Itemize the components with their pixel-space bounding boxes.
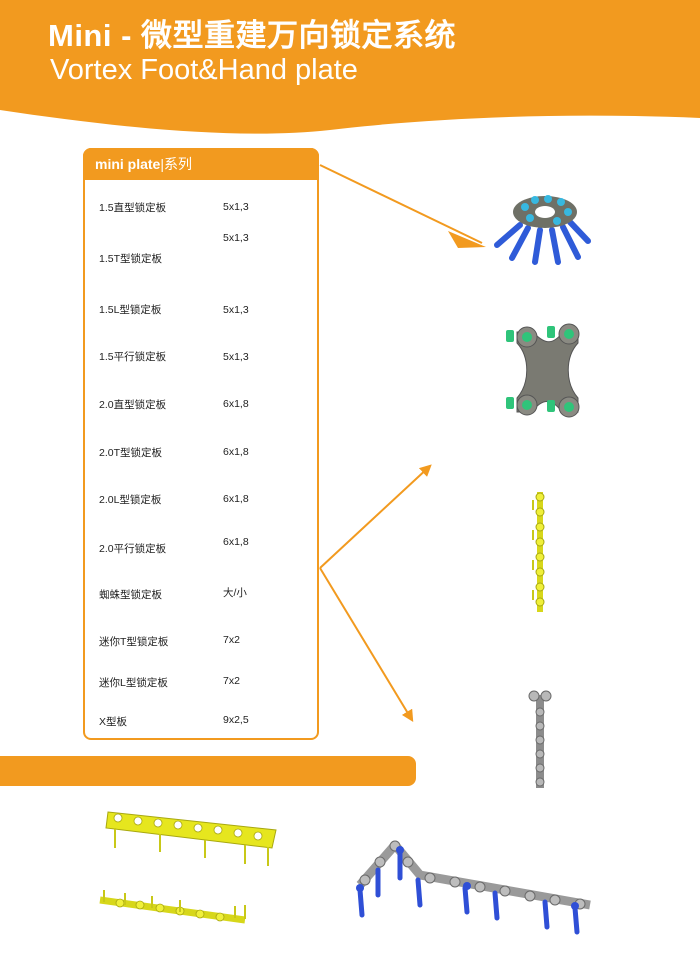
arrow-to-spider-plate <box>319 164 486 248</box>
x-plate-image <box>506 323 580 418</box>
table-row-name: 2.0T型锁定板 <box>99 447 163 459</box>
table-row-name: 1.5L型锁定板 <box>99 304 162 316</box>
table-row-size: 9x2,5 <box>223 714 249 726</box>
table-row-name: 1.5T型锁定板 <box>99 253 163 265</box>
spider-plate-image <box>494 195 591 265</box>
yellow-straight-plate-image <box>532 492 545 612</box>
table-row-name: 1.5直型锁定板 <box>99 202 167 214</box>
table-row-name: 蜘蛛型锁定板 <box>99 589 162 601</box>
page-subtitle: Vortex Foot&Hand plate <box>50 54 358 86</box>
table-row-size: 大/小 <box>223 587 247 599</box>
table-row-name: 2.0L型锁定板 <box>99 494 162 506</box>
table-heading: mini plate|系列 <box>83 148 319 180</box>
table-row-size: 5x1,3 <box>223 201 249 213</box>
table-row-name: 迷你T型锁定板 <box>99 636 169 648</box>
table-row-size: 6x1,8 <box>223 493 249 505</box>
arrow-to-upper-right <box>319 464 432 569</box>
table-row-size: 6x1,8 <box>223 536 249 548</box>
yellow-parallel-plate-image <box>105 811 277 866</box>
table-row-size: 5x1,3 <box>223 304 249 316</box>
table-row-size: 6x1,8 <box>223 398 249 410</box>
product-table <box>83 148 319 740</box>
table-row-name: 1.5平行锁定板 <box>99 351 167 363</box>
page-title: Mini - 微型重建万向锁定系统 <box>48 18 457 53</box>
table-heading-en: mini plate <box>95 156 161 172</box>
table-row-size: 5x1,3 <box>223 351 249 363</box>
arrow-to-lower-right <box>319 567 414 723</box>
header-banner <box>0 0 700 134</box>
grey-straight-plate-image <box>528 690 552 788</box>
section-bar <box>0 756 416 786</box>
table-row-size: 7x2 <box>223 675 240 687</box>
table-row-size: 5x1,3 <box>223 232 249 244</box>
table-row-size: 6x1,8 <box>223 446 249 458</box>
yellow-wave-plate-image <box>99 890 246 924</box>
table-row-name: 2.0直型锁定板 <box>99 399 167 411</box>
table-heading-cn: 系列 <box>164 156 192 172</box>
table-row-name: 2.0平行锁定板 <box>99 543 167 555</box>
table-heading-sep: | <box>160 156 164 172</box>
table-row-size: 7x2 <box>223 634 240 646</box>
table-row-name: X型板 <box>99 716 128 728</box>
table-row-name: 迷你L型锁定板 <box>99 677 168 689</box>
blue-screw-plate-image <box>356 840 591 935</box>
